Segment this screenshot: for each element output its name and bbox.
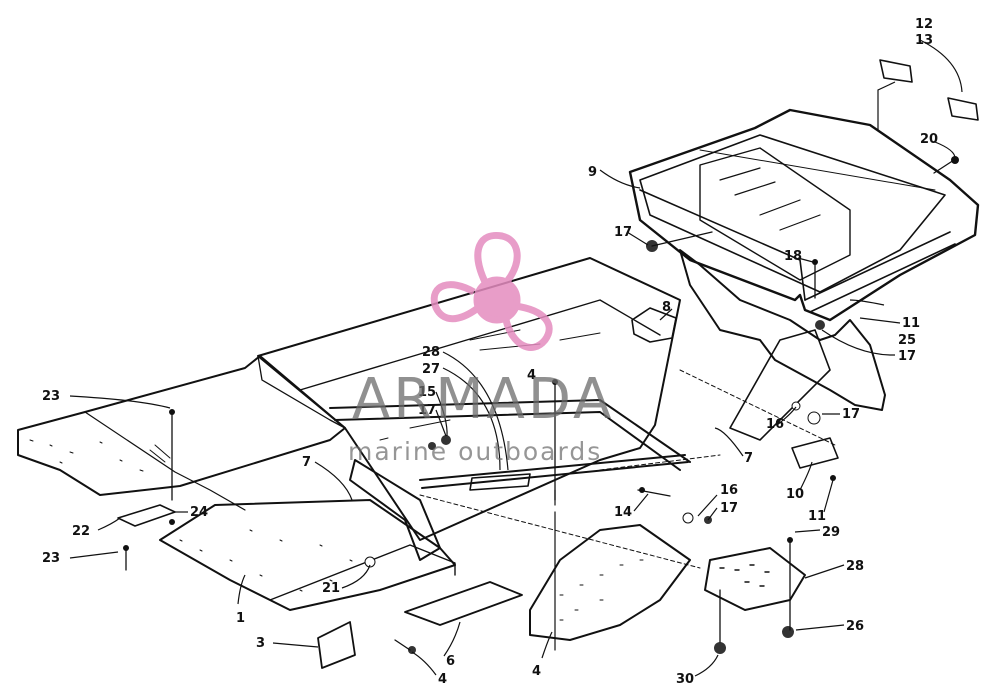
callout-4-top: 4 xyxy=(527,368,536,383)
main-floor-panel xyxy=(257,257,681,541)
line-art xyxy=(17,59,980,669)
callout-4-bottom: 4 xyxy=(438,672,447,687)
callout-17-mid: 17 xyxy=(842,407,860,422)
callout-16-mid: 16 xyxy=(766,417,784,432)
callout-1: 1 xyxy=(236,611,245,626)
watermark: ARMADA marine outboards xyxy=(348,231,614,466)
callout-9: 9 xyxy=(588,165,597,180)
plate-10 xyxy=(791,437,839,469)
callout-leaders xyxy=(69,39,963,677)
callout-numbers: 23 22 23 24 1 3 4 4 6 7 21 28 27 15 17 4… xyxy=(42,17,938,687)
watermark-subtitle: marine outboards xyxy=(348,437,602,466)
callout-15: 14 xyxy=(614,505,632,520)
seal-8 xyxy=(631,307,677,343)
callout-14: 13 xyxy=(915,33,933,48)
callout-23-top: 23 xyxy=(42,389,60,404)
callout-27: 28 xyxy=(422,345,440,360)
callout-16-lower: 16 xyxy=(720,483,738,498)
callout-22: 22 xyxy=(72,524,90,539)
callout-16-left: 15 xyxy=(418,385,436,400)
plate-5 xyxy=(404,581,523,626)
plate-2 xyxy=(317,621,356,669)
callout-26: 27 xyxy=(422,362,440,377)
propeller-logo xyxy=(430,231,553,351)
clip-14 xyxy=(947,97,979,121)
callout-17-left: 17 xyxy=(418,403,436,418)
callout-24: 24 xyxy=(190,505,208,520)
callout-17-lower: 17 xyxy=(720,501,738,516)
callout-11: 11 xyxy=(808,509,826,524)
rear-console-frame xyxy=(628,108,980,322)
callout-10: 10 xyxy=(786,487,804,502)
pad-22 xyxy=(117,504,176,527)
left-floor-panel xyxy=(17,355,346,511)
callout-17-upper-left: 17 xyxy=(614,225,632,240)
callout-19: 20 xyxy=(920,132,938,147)
callout-28: 29 xyxy=(822,525,840,540)
callout-8: 8 xyxy=(662,300,671,315)
callout-18: 18 xyxy=(784,249,802,264)
tunnel-bracket xyxy=(349,459,441,561)
callout-2: 3 xyxy=(256,636,265,651)
callout-7: 7 xyxy=(744,451,753,466)
bracket-3 xyxy=(529,489,691,651)
callout-3: 4 xyxy=(532,664,541,679)
callout-17-right: 17 xyxy=(898,349,916,364)
callout-13: 12 xyxy=(915,17,933,32)
watermark-title: ARMADA xyxy=(352,367,614,432)
clip-13 xyxy=(879,59,913,83)
callout-5: 6 xyxy=(446,654,455,669)
callout-21: 21 xyxy=(322,581,340,596)
callout-20: 25 xyxy=(898,333,916,348)
callout-29: 28 xyxy=(846,559,864,574)
callout-6: 7 xyxy=(302,455,311,470)
footrest-panel xyxy=(159,499,456,611)
callout-30: 30 xyxy=(676,672,694,687)
callout-25: 26 xyxy=(846,619,864,634)
callout-12: 11 xyxy=(902,316,920,331)
callout-23-bottom: 23 xyxy=(42,551,60,566)
